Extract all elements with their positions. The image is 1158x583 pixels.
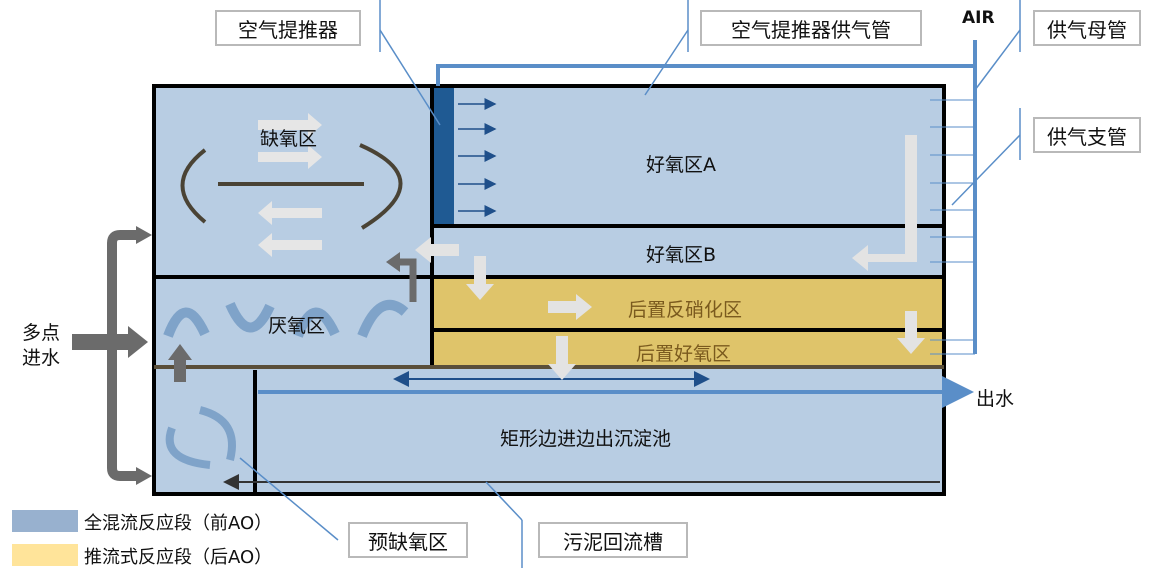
legend-swatch-full-mix xyxy=(12,510,78,532)
inflow-arrowheads xyxy=(72,226,152,485)
air-pipes xyxy=(436,40,977,354)
post-aerobic-fill xyxy=(432,330,944,368)
recycle-arrow xyxy=(397,258,417,302)
pre-anoxic-swirl xyxy=(165,406,236,469)
callout-pre-anoxic: 预缺氧区 xyxy=(348,522,468,558)
anaerobic-zone-label: 厌氧区 xyxy=(268,315,326,337)
callout-sludge-return: 污泥回流槽 xyxy=(538,522,688,558)
anoxic-mixing-loop xyxy=(180,143,403,230)
up-arrow xyxy=(168,344,192,382)
aerobic-a-label: 好氧区A xyxy=(646,154,716,176)
inflow-label-line1: 多点 xyxy=(22,322,61,344)
air-label: AIR xyxy=(962,8,995,28)
callout-air-lifter-pipe: 空气提推器供气管 xyxy=(700,10,922,46)
legend-swatch-plug-flow xyxy=(12,544,78,566)
air-branch-pipes xyxy=(930,99,975,355)
process-flow-arrows xyxy=(415,135,925,380)
callout-air-lifter: 空气提推器 xyxy=(215,10,361,46)
anaerobic-mixing-waves xyxy=(163,299,409,338)
outflow-label: 出水 xyxy=(976,388,1015,410)
aerobic-b-label: 好氧区B xyxy=(646,244,717,266)
recycle-arrowhead xyxy=(386,252,400,272)
post-denitrification-label: 后置反硝化区 xyxy=(628,299,743,321)
inflow-label-line2: 进水 xyxy=(22,347,61,369)
post-aerobic-label: 后置好氧区 xyxy=(636,343,732,365)
callout-leaders xyxy=(239,0,1021,568)
tank-walls xyxy=(152,84,946,496)
clarifier-label: 矩形边进边出沉淀池 xyxy=(500,428,672,450)
anoxic-flow-arrows xyxy=(258,113,322,257)
callout-air-branch-pipe: 供气支管 xyxy=(1033,117,1141,153)
callout-air-main-pipe: 供气母管 xyxy=(1033,10,1141,46)
aeration-arrows xyxy=(458,98,497,217)
air-lifter-bar xyxy=(434,88,454,224)
legend-text-full-mix: 全混流反应段（前AO） xyxy=(84,513,273,534)
post-denitrification-fill xyxy=(432,277,944,330)
multi-point-inflow xyxy=(107,230,140,481)
anoxic-zone-label: 缺氧区 xyxy=(260,128,318,150)
legend-text-plug-flow: 推流式反应段（后AO） xyxy=(84,547,273,568)
